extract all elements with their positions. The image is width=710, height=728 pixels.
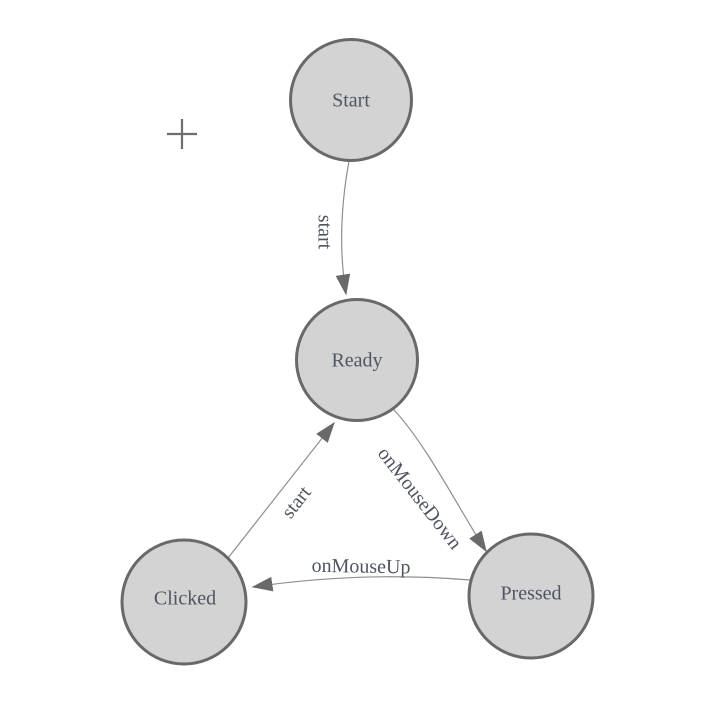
edge-line-ready-to-pressed[interactable] (392, 408, 487, 553)
edge-label: start (313, 215, 335, 250)
edge-pressed-to-clicked[interactable]: onMouseUp (251, 555, 471, 592)
edge-label: onMouseDown (373, 443, 466, 554)
node-ready[interactable]: Ready (295, 298, 419, 422)
node-label: Pressed (500, 583, 561, 605)
state-circle[interactable] (295, 298, 419, 422)
edge-line-pressed-to-clicked[interactable] (251, 576, 471, 592)
crosshair-cursor-icon (167, 119, 197, 149)
node-label: Start (332, 90, 370, 112)
edge-label: onMouseUp (311, 555, 410, 579)
state-circle[interactable] (289, 38, 413, 162)
edge-line-clicked-to-ready[interactable] (227, 421, 335, 559)
node-clicked[interactable]: Clicked (120, 538, 248, 666)
edge-clicked-to-ready[interactable]: start (227, 421, 335, 559)
edge-line-start-to-ready[interactable] (335, 160, 351, 296)
node-label: Clicked (154, 588, 216, 610)
node-label: Ready (331, 350, 382, 372)
node-pressed[interactable]: Pressed (467, 532, 595, 660)
state-circle[interactable] (120, 538, 248, 666)
edge-ready-to-pressed[interactable]: onMouseDown (373, 408, 487, 554)
state-circle[interactable] (467, 532, 595, 660)
node-start[interactable]: Start (289, 38, 413, 162)
edge-start-to-ready[interactable]: start (313, 160, 351, 296)
